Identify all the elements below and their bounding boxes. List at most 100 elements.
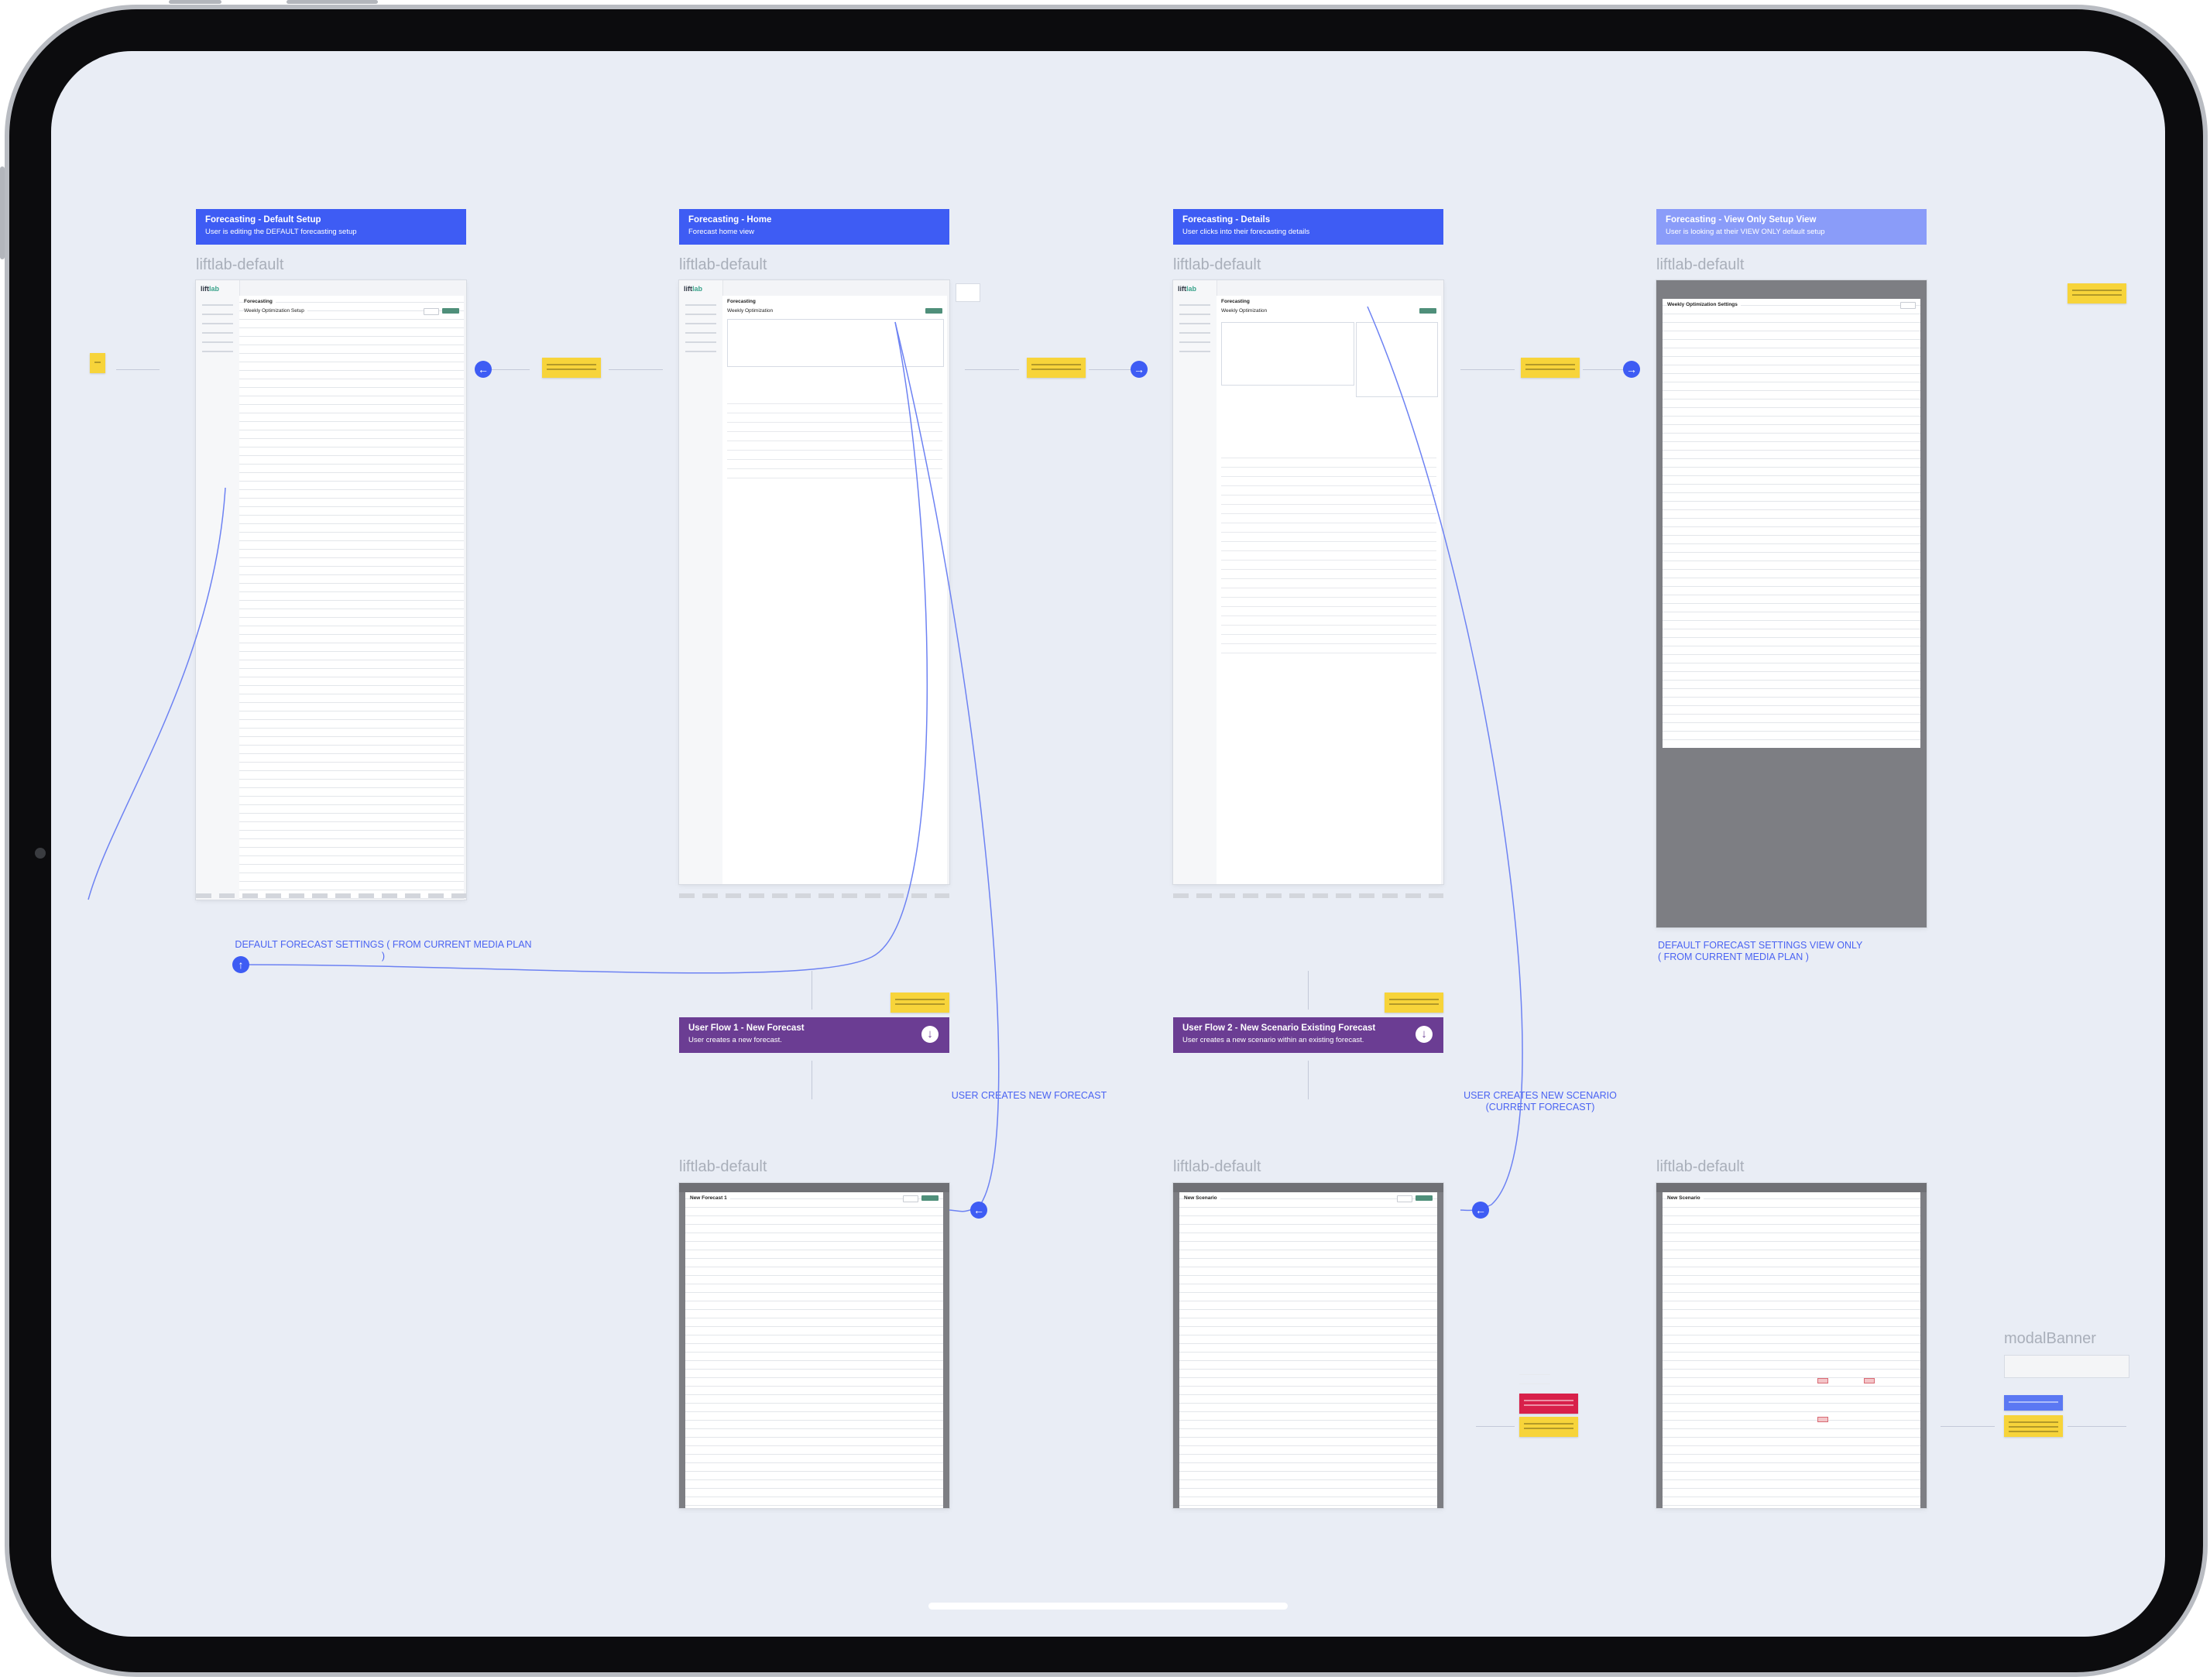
new-scenario-validation-modal[interactable]: New Scenario [1663, 1192, 1920, 1508]
channels-table[interactable] [1221, 451, 1436, 660]
forecast-history-table[interactable] [727, 396, 942, 482]
frame-new-scenario-validation[interactable]: New Scenario [1656, 1183, 1927, 1508]
save-scenario-button[interactable] [1416, 1195, 1433, 1201]
sticky-note[interactable] [1027, 358, 1086, 378]
connector-line [1460, 369, 1515, 370]
sticky-note[interactable] [542, 358, 601, 378]
sidebar-nav-items[interactable] [202, 300, 233, 355]
view-only-modal[interactable]: Weekly Optimization Settings [1663, 299, 1920, 748]
forecast-summary-card [727, 319, 944, 367]
info-banner-note[interactable] [2004, 1395, 2063, 1411]
arrow-down-icon[interactable]: ↓ [1416, 1026, 1433, 1043]
cancel-button[interactable] [424, 308, 439, 315]
sidebar-nav-items[interactable] [685, 300, 716, 355]
section-header-home: Forecasting - Home Forecast home view [679, 209, 949, 245]
home-panel[interactable]: Forecasting Weekly Optimization [722, 296, 947, 884]
details-panel[interactable]: Forecasting Weekly Optimization [1217, 296, 1441, 884]
connector-line [1941, 1426, 1995, 1427]
save-forecast-button[interactable] [921, 1195, 939, 1201]
connector-line [1308, 971, 1309, 1010]
frame-home[interactable]: liftlab Forecasting Weekly Optimization [679, 280, 949, 884]
forecast-summary-card [1221, 322, 1354, 386]
connector-line [1476, 1426, 1515, 1427]
sticky-note[interactable] [2068, 283, 2126, 303]
connector-line [2068, 1426, 2126, 1427]
top-button-2 [287, 0, 378, 4]
app-logo: liftlab [1178, 285, 1197, 293]
header-title: Forecasting - Details [1182, 215, 1271, 225]
frame-new-scenario[interactable]: New Scenario [1173, 1183, 1443, 1508]
sticky-note[interactable] [2004, 1415, 2063, 1437]
arrow-left-icon[interactable]: ← [1472, 1202, 1489, 1219]
error-field[interactable] [1817, 1378, 1828, 1383]
arrow-down-icon[interactable]: ↓ [921, 1026, 939, 1043]
header-title: Forecasting - View Only Setup View [1666, 215, 1817, 225]
modal-title: Weekly Optimization Settings [1667, 302, 1741, 307]
cancel-button[interactable] [1397, 1195, 1412, 1202]
header-subtitle: Forecast home view [688, 228, 755, 236]
flow-title: User Flow 2 - New Scenario Existing Fore… [1182, 1023, 1376, 1033]
new-forecast-button[interactable] [925, 308, 942, 314]
section-header-view-only: Forecasting - View Only Setup View User … [1656, 209, 1927, 245]
note-text [1519, 1367, 1550, 1398]
caption-view-only: DEFAULT FORECAST SETTINGS VIEW ONLY ( FR… [1658, 940, 1890, 963]
frame-details[interactable]: liftlab Forecasting Weekly Optimization [1173, 280, 1443, 884]
caption-line: ( FROM CURRENT MEDIA PLAN ) [1658, 951, 1809, 962]
app-logo: liftlab [201, 285, 220, 293]
cancel-button[interactable] [903, 1195, 918, 1202]
new-forecast-modal[interactable]: New Forecast 1 [685, 1192, 943, 1508]
sticky-note[interactable] [1521, 358, 1580, 378]
design-canvas[interactable]: Forecasting - Default Setup User is edit… [51, 51, 2165, 1637]
error-sticky-note[interactable] [1519, 1394, 1578, 1414]
frame-new-forecast[interactable]: New Forecast 1 [679, 1183, 949, 1508]
sticky-note[interactable] [1385, 993, 1443, 1013]
connector-line [1089, 369, 1148, 370]
frame-label: liftlab-default [1656, 1158, 1745, 1175]
page-subtitle: Weekly Optimization Setup [244, 308, 307, 314]
modal-title: New Scenario [1667, 1195, 1704, 1201]
new-scenario-modal[interactable]: New Scenario [1179, 1192, 1437, 1508]
save-button[interactable] [442, 308, 459, 314]
frame-view-only[interactable]: Weekly Optimization Settings [1656, 280, 1927, 927]
frame-default-setup[interactable]: liftlab Forecasting Weekly Optimization … [196, 280, 466, 900]
connector-line [1308, 1061, 1309, 1099]
setup-panel[interactable]: Forecasting Weekly Optimization Setup [239, 296, 464, 900]
modal-banner-sample [2004, 1355, 2129, 1378]
sticky-note[interactable] [891, 993, 949, 1013]
close-button[interactable] [1900, 302, 1916, 309]
new-scenario-button[interactable] [1419, 308, 1436, 314]
arrow-left-icon[interactable]: ← [970, 1202, 987, 1219]
sidebar-nav-items[interactable] [1179, 300, 1210, 355]
error-field[interactable] [1817, 1417, 1828, 1422]
flow-subtitle: User creates a new scenario within an ex… [1182, 1036, 1364, 1044]
flow-subtitle: User creates a new forecast. [688, 1036, 782, 1044]
connector-line [1583, 369, 1629, 370]
frame-label: liftlab-default [196, 256, 284, 273]
caption-default-settings: DEFAULT FORECAST SETTINGS ( FROM CURRENT… [235, 939, 532, 962]
top-button-1 [169, 0, 221, 4]
frame-label: liftlab-default [679, 1158, 767, 1175]
header-title: Forecasting - Default Setup [205, 215, 321, 225]
caption-line: DEFAULT FORECAST SETTINGS VIEW ONLY [1658, 940, 1863, 951]
page-subtitle: Weekly Optimization [727, 308, 774, 314]
arrow-up-icon[interactable]: ↑ [232, 956, 249, 973]
frame-label: liftlab-default [679, 256, 767, 273]
flow-banner-new-scenario: User Flow 2 - New Scenario Existing Fore… [1173, 1017, 1443, 1053]
connector-line [116, 369, 160, 370]
section-header-details: Forecasting - Details User clicks into t… [1173, 209, 1443, 245]
flow-banner-new-forecast: User Flow 1 - New Forecast User creates … [679, 1017, 949, 1053]
arrow-left-icon[interactable]: ← [475, 361, 492, 378]
error-field[interactable] [1864, 1378, 1875, 1383]
header-title: Forecasting - Home [688, 215, 772, 225]
caption-new-forecast: USER CREATES NEW FORECAST [951, 1090, 1107, 1101]
frame-label: liftlab-default [1173, 256, 1261, 273]
sticky-note[interactable] [1519, 1417, 1578, 1437]
modal-top-bar [1656, 1183, 1927, 1192]
frame-footer [196, 893, 466, 898]
arrow-right-icon[interactable]: → [1623, 361, 1640, 378]
header-subtitle: User clicks into their forecasting detai… [1182, 228, 1310, 236]
arrow-right-icon[interactable]: → [1131, 361, 1148, 378]
sticky-note[interactable] [90, 353, 105, 373]
caption-new-scenario: USER CREATES NEW SCENARIO (CURRENT FOREC… [1451, 1090, 1629, 1113]
page-subtitle: Weekly Optimization [1221, 308, 1268, 314]
